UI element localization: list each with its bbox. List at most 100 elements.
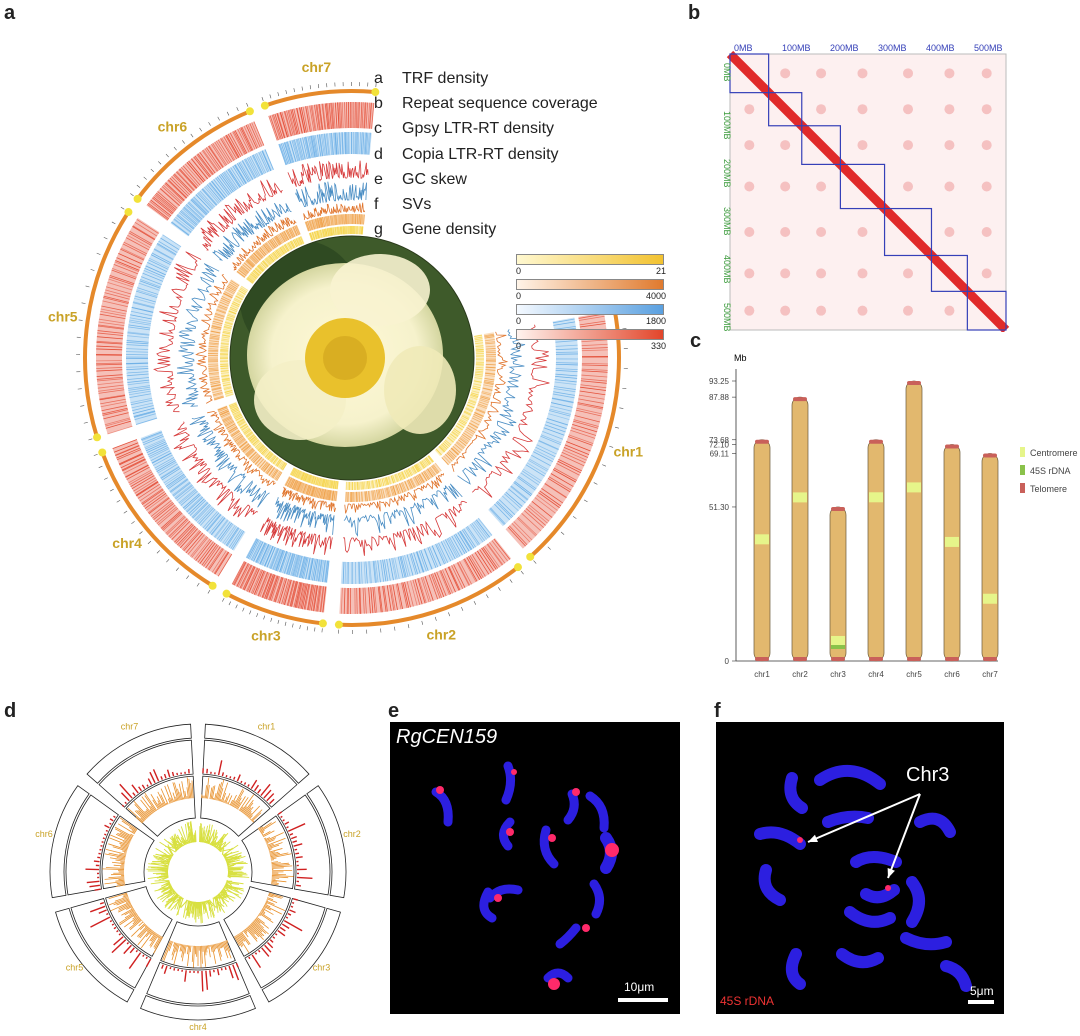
heat-track-stripe <box>230 529 243 549</box>
heat-track-stripe <box>534 497 556 514</box>
heat-track-stripe <box>248 156 260 177</box>
heat-track-stripe <box>137 287 159 295</box>
heat-track-stripe <box>261 448 268 455</box>
heat-track-stripe <box>197 192 213 210</box>
heat-track-stripe <box>318 134 323 157</box>
heat-track-stripe <box>540 435 561 445</box>
heat-track-stripe <box>298 471 303 479</box>
yellow-bar <box>202 901 207 911</box>
heat-track-stripe <box>233 299 242 304</box>
orange-bar <box>259 913 274 924</box>
heat-track-stripe <box>262 573 273 599</box>
heat-track-stripe <box>369 102 373 129</box>
orange-bar <box>217 779 225 801</box>
orange-bar <box>268 892 284 898</box>
ideogram-tick <box>256 613 259 618</box>
ideogram-tick <box>486 594 489 599</box>
heat-track-stripe <box>268 467 275 476</box>
chromosome-name: chr5 <box>906 670 922 679</box>
heat-track-stripe <box>325 228 328 237</box>
red-peak <box>101 841 104 844</box>
heat-track-stripe <box>245 431 253 438</box>
heat-track-stripe <box>443 440 451 447</box>
orange-bar <box>157 791 166 807</box>
heat-track-stripe <box>578 398 605 404</box>
yellow-bar <box>161 856 172 859</box>
orange-bar <box>140 799 153 815</box>
yellow-bar <box>201 901 206 911</box>
heat-track-stripe <box>431 465 438 475</box>
heat-track-stripe <box>299 583 306 609</box>
heat-track-stripe <box>389 558 394 581</box>
orange-bar <box>153 935 161 948</box>
heat-track-stripe <box>225 421 235 428</box>
orange-bar <box>214 793 217 800</box>
heat-track-stripe <box>139 278 161 288</box>
heat-track-stripe <box>286 141 295 163</box>
heat-track-stripe <box>147 445 168 456</box>
heat-track-stripe <box>294 225 299 236</box>
heat-track-stripe <box>127 379 150 383</box>
heat-track-stripe <box>442 540 454 561</box>
heat-track-stripe <box>312 135 317 158</box>
telomere-marker <box>124 208 133 217</box>
heat-track-stripe <box>272 548 281 570</box>
heat-track-stripe <box>228 283 238 290</box>
red-peak <box>161 964 164 969</box>
orange-bar <box>267 897 274 901</box>
ideogram-tick <box>246 102 249 107</box>
hic-contact-spot <box>857 305 868 316</box>
heat-track-stripe <box>269 454 275 462</box>
heat-track-stripe <box>234 435 244 443</box>
heat-track-stripe <box>377 586 382 613</box>
heat-track-stripe <box>432 573 442 598</box>
orange-bar <box>252 921 267 934</box>
heat-track-stripe <box>163 470 183 484</box>
heat-track-stripe <box>225 393 234 397</box>
heat-track-stripe <box>573 420 599 429</box>
hic-contact-spot <box>944 227 955 238</box>
yellow-bar <box>203 825 209 843</box>
chromosome-label: chr5 <box>48 308 78 324</box>
heat-track-stripe <box>407 479 413 489</box>
heat-track-stripe <box>179 210 198 226</box>
heat-track-stripe <box>361 214 363 225</box>
heat-track-stripe <box>217 405 228 411</box>
heat-track-stripe <box>128 386 151 391</box>
heat-track-stripe <box>116 449 142 461</box>
heat-track-stripe <box>378 586 383 613</box>
orange-bar <box>173 942 176 947</box>
yellow-bar <box>223 851 233 858</box>
orange-bar <box>179 944 183 952</box>
heat-track-stripe <box>338 226 341 235</box>
orange-bar <box>271 865 293 868</box>
heat-track-stripe <box>232 301 241 306</box>
yellow-bar <box>180 897 184 908</box>
heat-track-stripe <box>421 460 427 468</box>
heat-track-stripe <box>190 536 208 557</box>
ideogram-tick <box>242 607 245 612</box>
yellow-bar <box>193 834 196 843</box>
heat-track-stripe <box>315 487 319 498</box>
yellow-bar <box>194 901 197 920</box>
red-peak <box>100 844 103 847</box>
orange-bar <box>242 930 249 938</box>
heat-track-stripe <box>419 473 425 483</box>
heat-track-stripe <box>555 375 578 379</box>
heat-track-stripe <box>377 560 381 583</box>
heat-track-stripe <box>409 553 417 575</box>
heat-track-stripe <box>291 581 299 607</box>
telomere <box>945 657 959 661</box>
heat-track-stripe <box>440 444 447 451</box>
heat-track-stripe <box>315 585 320 612</box>
heat-track-stripe <box>254 268 262 275</box>
orange-bar <box>149 930 154 935</box>
heat-track-stripe <box>413 476 420 486</box>
chromosome-box <box>801 125 842 166</box>
scale-bar <box>968 1000 994 1004</box>
yellow-bar <box>226 855 246 863</box>
heat-track-stripe <box>236 163 249 183</box>
heat-track-stripe <box>306 474 311 483</box>
heat-track-stripe <box>267 453 273 460</box>
yellow-bar <box>200 827 203 843</box>
